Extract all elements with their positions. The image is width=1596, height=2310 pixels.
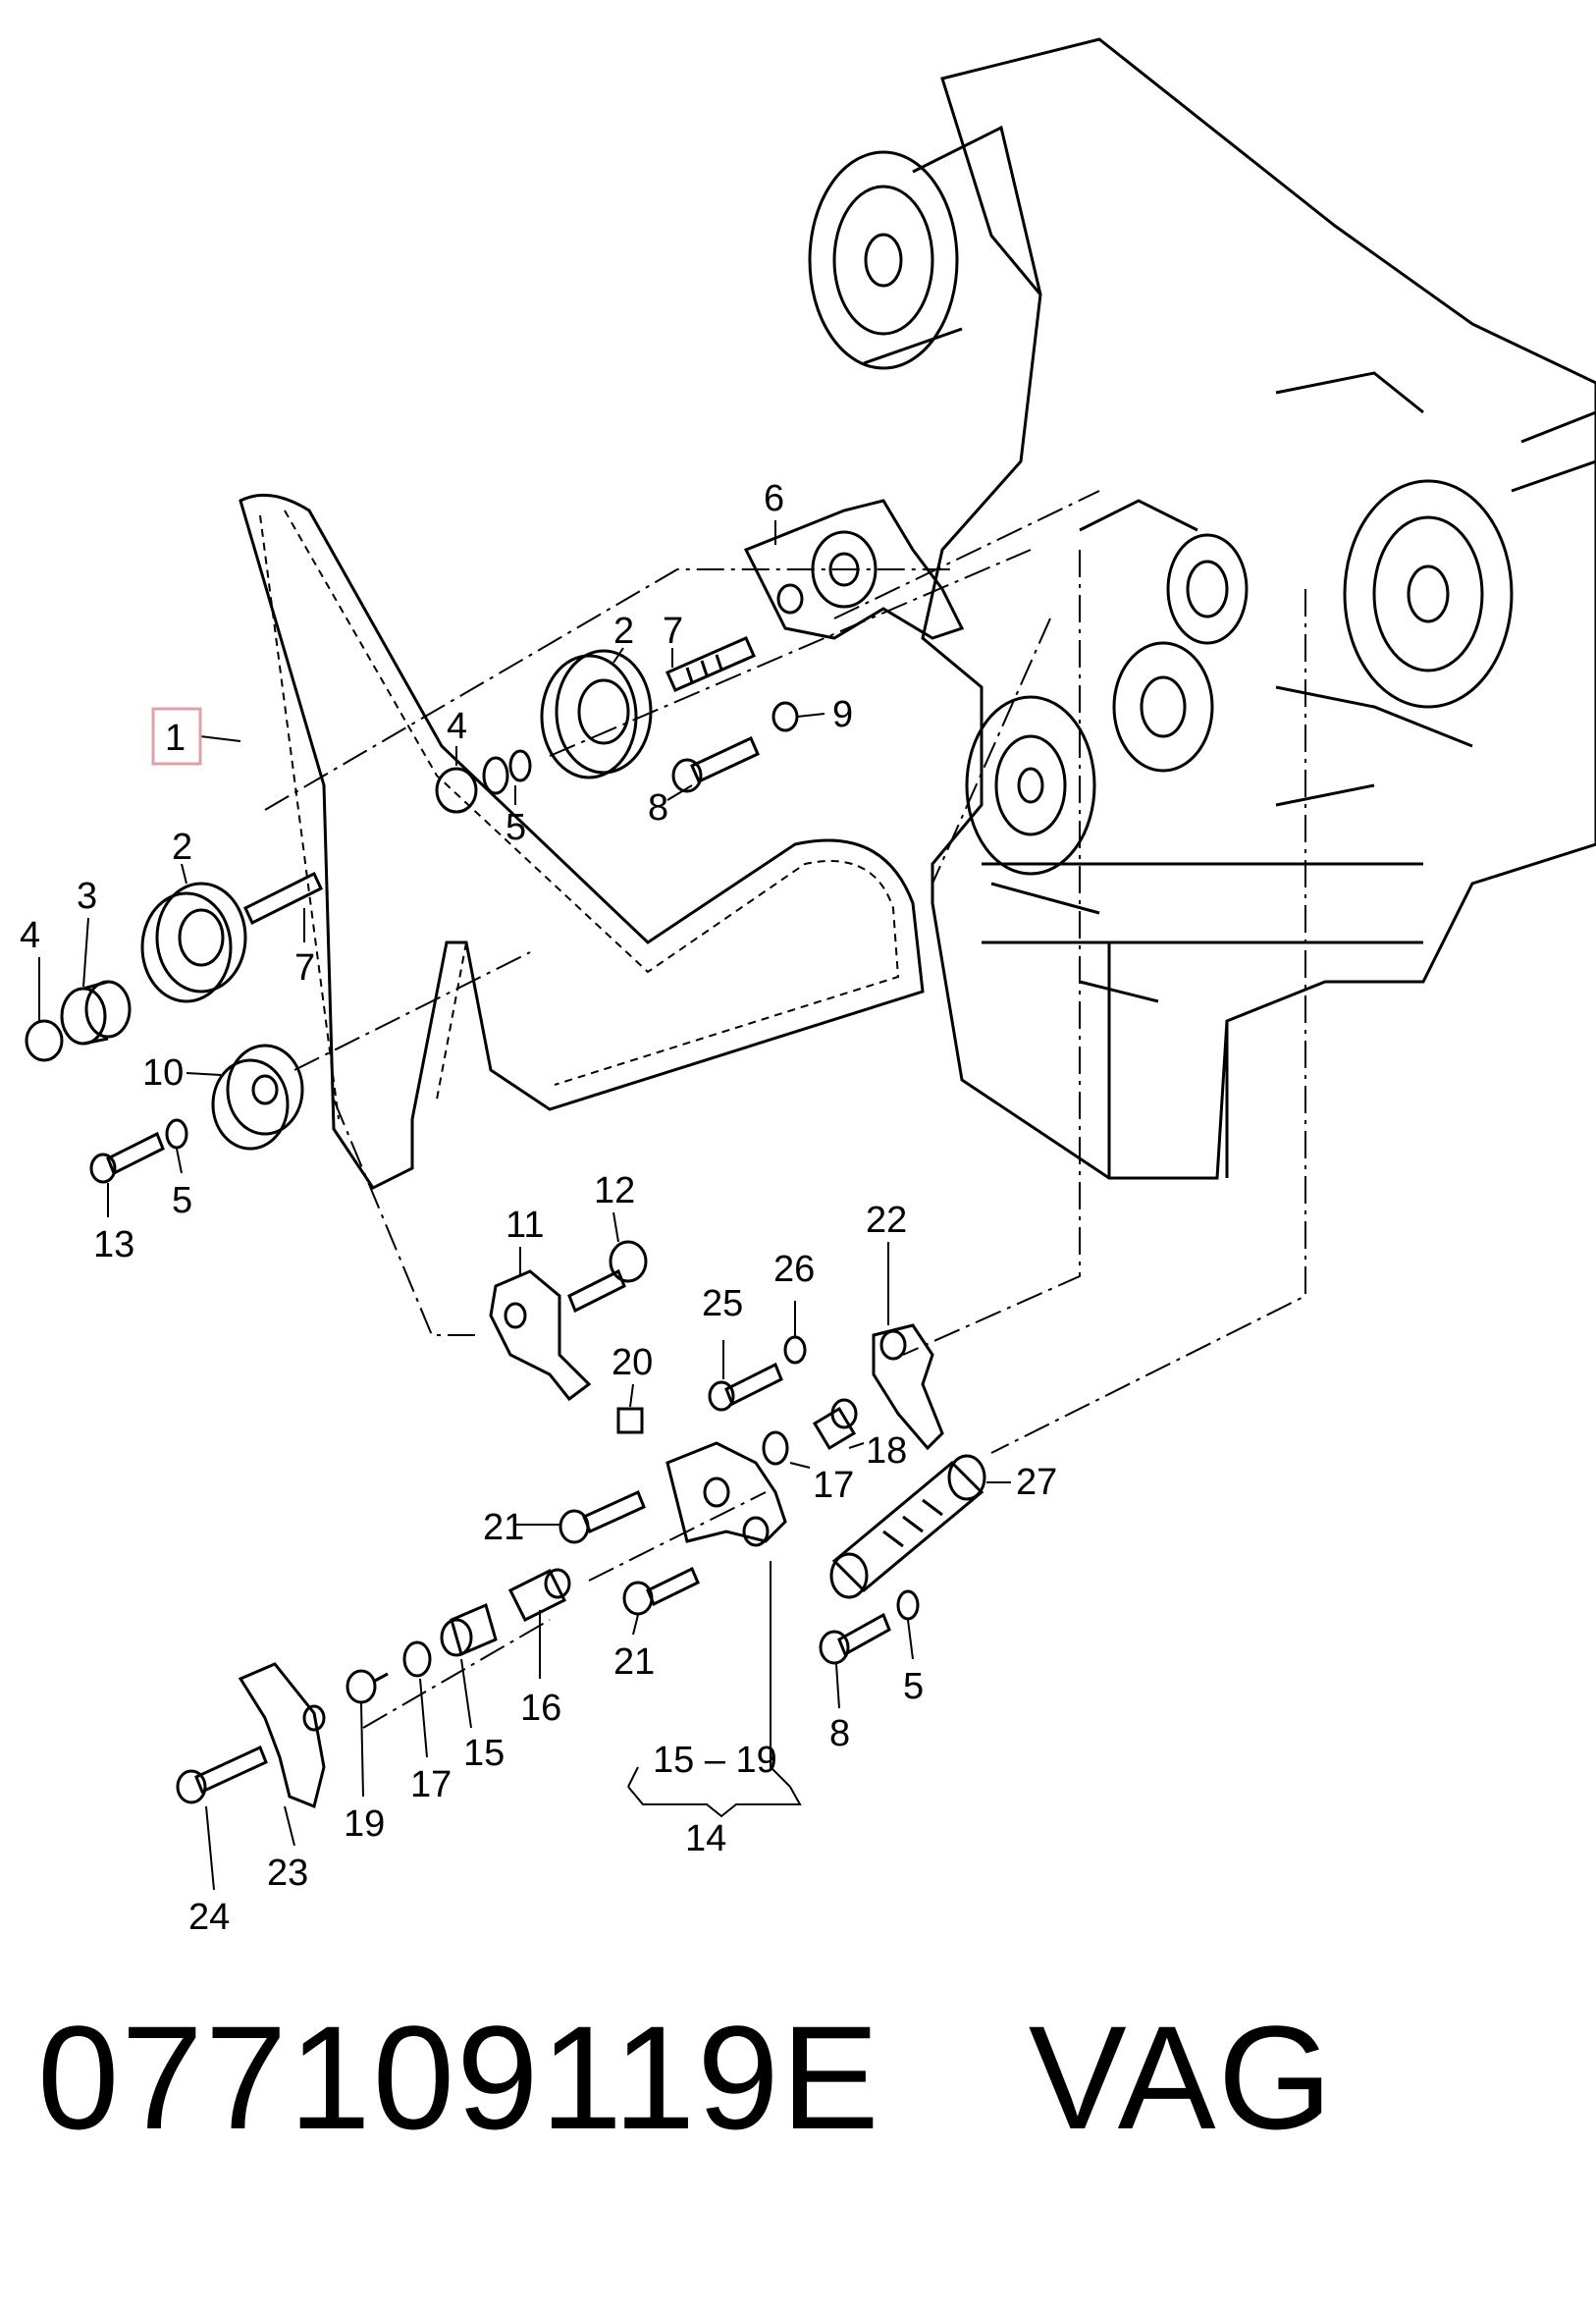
washer-17-lower-icon xyxy=(402,1640,432,1678)
coolant-pump-pulley-icon xyxy=(965,695,1096,876)
nut-20-icon xyxy=(616,1407,644,1434)
callout-3: 3 xyxy=(77,876,97,917)
callout-5-lower: 5 xyxy=(903,1666,924,1707)
camshaft-sprocket-right-icon xyxy=(1343,479,1514,709)
washer-9-icon xyxy=(771,701,799,732)
timing-belt-icon xyxy=(239,493,925,1190)
callout-22: 22 xyxy=(866,1200,907,1241)
sleeve-16-icon xyxy=(507,1568,571,1623)
stud-7-upper-icon xyxy=(665,636,756,692)
callout-2-upper: 2 xyxy=(613,611,634,652)
callout-23: 23 xyxy=(267,1853,308,1894)
bracket-23-icon xyxy=(238,1662,326,1809)
bolt-24-icon xyxy=(176,1745,268,1804)
tensioner-arm-assembly-icon xyxy=(665,1441,787,1547)
stud-7-left-icon xyxy=(243,871,323,926)
callout-6: 6 xyxy=(764,478,784,519)
bolt-8-lower-icon xyxy=(819,1612,891,1665)
callout-12: 12 xyxy=(594,1170,635,1211)
footer-caption: 077109119E VAG xyxy=(37,1993,1481,2163)
callout-21-lower: 21 xyxy=(613,1641,655,1683)
engine-block-illustration xyxy=(808,37,1596,1180)
bolt-19-icon xyxy=(346,1669,389,1704)
callout-24: 24 xyxy=(188,1897,230,1938)
callout-21-left: 21 xyxy=(483,1507,524,1548)
nut-4-left-icon xyxy=(25,1019,64,1062)
callout-10: 10 xyxy=(142,1052,184,1094)
tensioner-bracket-6-icon xyxy=(743,499,965,640)
callout-15-19-range: 15 – 19 xyxy=(653,1740,777,1781)
callout-2-left: 2 xyxy=(172,827,192,868)
callout-1: 1 xyxy=(165,718,186,759)
callout-25: 25 xyxy=(702,1283,743,1324)
callout-8-upper: 8 xyxy=(648,787,668,829)
callout-4-left: 4 xyxy=(20,915,40,956)
spacer-3-icon xyxy=(60,980,132,1046)
timing-belt-exploded-diagram: 1 2 2 3 4 4 5 5 5 6 7 7 8 8 9 10 11 12 1… xyxy=(20,37,1596,1938)
callout-15: 15 xyxy=(463,1733,505,1774)
callout-7-upper: 7 xyxy=(663,611,683,652)
callout-17-right: 17 xyxy=(813,1465,854,1506)
crankshaft-sprocket-icon xyxy=(1112,641,1214,773)
callout-11: 11 xyxy=(505,1205,544,1246)
callout-27: 27 xyxy=(1016,1462,1057,1503)
callout-16: 16 xyxy=(520,1688,561,1729)
idler-pulley-2-upper-icon xyxy=(540,649,653,779)
callout-5-left: 5 xyxy=(172,1180,192,1221)
part-number: 077109119E xyxy=(37,1995,881,2160)
washer-5-lower-icon xyxy=(896,1589,920,1621)
bush-15-icon xyxy=(440,1602,498,1657)
damper-arm-22-icon xyxy=(872,1323,944,1451)
callout-4-upper: 4 xyxy=(447,706,467,747)
pulley-upper-icon xyxy=(1166,533,1249,645)
callout-9: 9 xyxy=(832,694,853,735)
bolt-13-icon xyxy=(89,1131,165,1184)
damper-27-icon xyxy=(829,1454,986,1599)
idler-pulley-2-left-icon xyxy=(140,882,247,1003)
highlight-box-part-1 xyxy=(151,707,202,766)
bolt-25-icon xyxy=(708,1362,783,1412)
bolt-21-lower-icon xyxy=(622,1566,700,1616)
washer-26-icon xyxy=(783,1335,807,1365)
callout-5-upper: 5 xyxy=(505,807,526,848)
callout-14: 14 xyxy=(685,1818,726,1859)
bracket-11-icon xyxy=(489,1269,592,1402)
camshaft-sprocket-upper-icon xyxy=(808,125,1042,370)
nut-4-upper-icon xyxy=(435,767,478,814)
callout-13: 13 xyxy=(93,1224,134,1265)
callout-8-lower: 8 xyxy=(829,1713,850,1754)
brand-name: VAG xyxy=(1028,1995,1335,2160)
callout-17-lower: 17 xyxy=(410,1764,452,1805)
callout-18: 18 xyxy=(866,1430,907,1472)
bolt-8-upper-icon xyxy=(671,735,760,793)
leader-lines xyxy=(38,520,1011,1891)
washer-5-upper-icon xyxy=(482,756,509,795)
washer-17-right-icon xyxy=(762,1430,789,1466)
callout-7-left: 7 xyxy=(294,947,315,989)
washer-5-left-icon xyxy=(165,1118,188,1150)
callout-19: 19 xyxy=(344,1803,385,1845)
bolt-18-icon xyxy=(812,1398,858,1451)
bolt-21-left-icon xyxy=(559,1489,646,1544)
bolt-12-icon xyxy=(567,1240,648,1314)
idler-pulley-10-icon xyxy=(211,1044,304,1151)
callout-labels: 1 2 2 3 4 4 5 5 5 6 7 7 8 8 9 10 11 12 1… xyxy=(20,478,1057,1938)
assembly-lines xyxy=(264,490,1306,1729)
callout-20: 20 xyxy=(612,1342,653,1383)
callout-26: 26 xyxy=(773,1249,815,1290)
